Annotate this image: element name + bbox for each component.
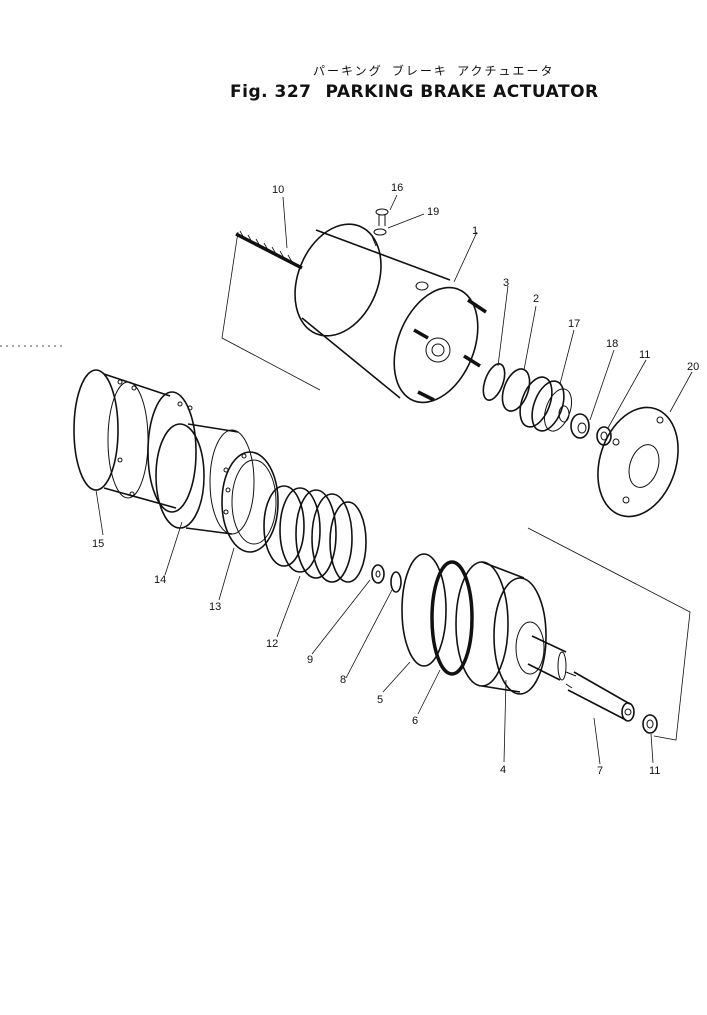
part-13-ring <box>221 451 279 553</box>
part-19-washer <box>373 228 387 236</box>
part-1-cylinder <box>294 223 487 404</box>
figure-title: Fig. 327 PARKING BRAKE ACTUATOR <box>230 82 613 102</box>
label-14: 14 <box>154 574 166 586</box>
label-11-lower: 11 <box>649 765 660 777</box>
part-8-snapring <box>390 571 402 593</box>
label-3: 3 <box>503 277 509 289</box>
label-13: 13 <box>209 601 221 613</box>
label-15: 15 <box>92 538 104 550</box>
figure-number: Fig. 327 <box>230 82 312 102</box>
label-18: 18 <box>606 338 618 350</box>
part-16-screw <box>375 208 389 226</box>
leader-lines <box>95 194 693 765</box>
label-4: 4 <box>500 764 506 776</box>
part-20-plate <box>597 406 679 518</box>
part-labels: 10 16 19 1 3 2 17 18 11 20 15 14 13 12 9… <box>92 182 699 777</box>
part-2-ring <box>501 368 531 412</box>
label-12: 12 <box>266 638 278 650</box>
part-9-washer <box>371 564 385 584</box>
alignment-lines <box>0 231 691 741</box>
label-17: 17 <box>568 318 580 330</box>
label-9: 9 <box>307 654 313 666</box>
label-19: 19 <box>427 206 439 218</box>
part-4-piston <box>455 561 567 695</box>
label-10: 10 <box>272 184 284 196</box>
part-6-oring <box>430 560 474 676</box>
part-14-band <box>155 423 255 535</box>
part-7-rod <box>565 671 635 722</box>
label-20: 20 <box>687 361 699 373</box>
part-10-stud <box>235 230 303 270</box>
label-5: 5 <box>377 694 383 706</box>
part-17-seal <box>519 376 573 432</box>
part-3-ring <box>482 363 506 401</box>
label-1: 1 <box>472 225 478 237</box>
part-12-spring <box>263 485 367 583</box>
label-8: 8 <box>340 674 346 686</box>
part-5-ring <box>401 553 447 667</box>
title-japanese: パーキング ブレーキ アクチュエータ <box>313 64 555 78</box>
figure-name: PARKING BRAKE ACTUATOR <box>325 82 599 102</box>
label-11-upper: 11 <box>639 349 650 361</box>
part-18-nut <box>570 413 590 439</box>
part-15-shell <box>73 369 197 513</box>
label-7: 7 <box>597 765 603 777</box>
label-16: 16 <box>391 182 403 194</box>
label-2: 2 <box>533 293 539 305</box>
label-6: 6 <box>412 715 418 727</box>
part-11-nut-lower <box>642 714 658 734</box>
